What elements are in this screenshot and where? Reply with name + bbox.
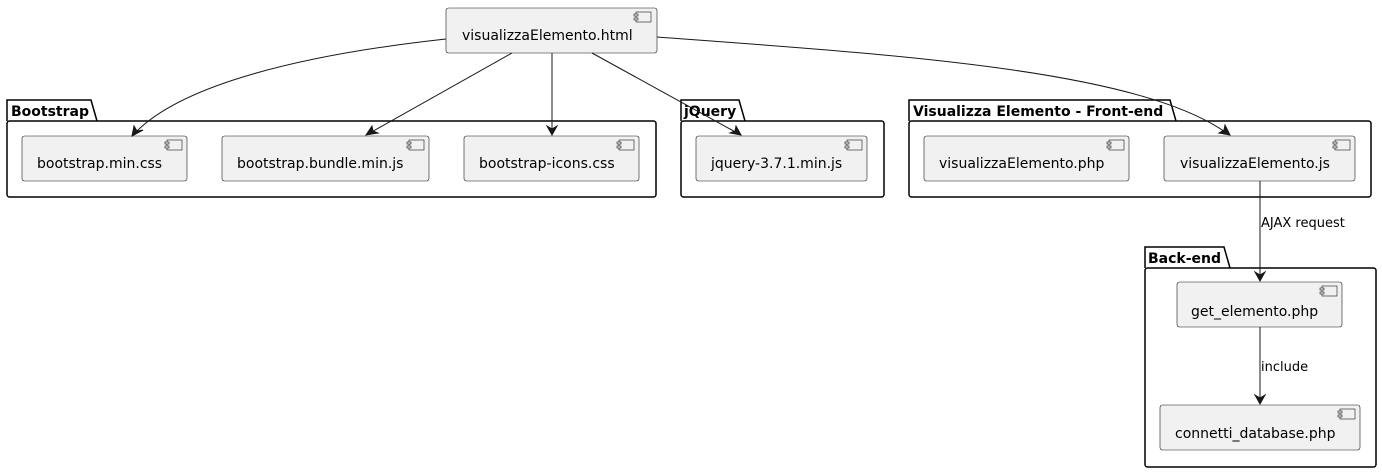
package-frontend-title: Visualizza Elemento - Front-end	[913, 104, 1163, 120]
edge-label-include: include	[1261, 360, 1308, 375]
component-get-elemento[interactable]: get_elemento.php	[1176, 281, 1343, 328]
edge-html-to-bootstrap-css	[131, 38, 447, 137]
component-bootstrap-icons[interactable]: bootstrap-icons.css	[463, 135, 640, 182]
edge-html-to-jquery	[591, 52, 742, 136]
component-connetti-db[interactable]: connetti_database.php	[1159, 404, 1361, 451]
component-icon	[1319, 285, 1338, 297]
component-visualizza-php-label: visualizzaElemento.php	[939, 156, 1104, 172]
component-bootstrap-css-label: bootstrap.min.css	[37, 156, 162, 172]
component-bootstrap-css[interactable]: bootstrap.min.css	[21, 135, 188, 182]
edge-html-to-bootstrap-js	[364, 52, 513, 136]
component-icon	[844, 139, 863, 151]
edge-html-to-visualizza-js	[656, 36, 1231, 136]
component-icon	[164, 139, 183, 151]
component-bootstrap-icons-label: bootstrap-icons.css	[479, 156, 615, 172]
component-jquery-js-label: jquery-3.7.1.min.js	[710, 156, 842, 172]
component-visualizza-html-label: visualizzaElemento.html	[462, 28, 633, 44]
component-icon	[616, 139, 635, 151]
component-bootstrap-js[interactable]: bootstrap.bundle.min.js	[221, 135, 430, 182]
component-connetti-db-label: connetti_database.php	[1175, 426, 1336, 442]
package-backend-title: Back-end	[1148, 251, 1221, 267]
component-jquery-js[interactable]: jquery-3.7.1.min.js	[695, 135, 868, 182]
component-icon	[1337, 408, 1356, 420]
component-visualizza-js[interactable]: visualizzaElemento.js	[1163, 135, 1356, 182]
edge-label-ajax: AJAX request	[1261, 216, 1345, 231]
package-bootstrap-title: Bootstrap	[11, 104, 89, 120]
edge-get-elemento-to-connetti: include	[1253, 327, 1308, 406]
component-get-elemento-label: get_elemento.php	[1191, 304, 1318, 320]
component-visualizza-js-label: visualizzaElemento.js	[1180, 156, 1330, 172]
component-visualizza-php[interactable]: visualizzaElemento.php	[923, 135, 1130, 182]
edge-js-to-get-elemento: AJAX request	[1253, 181, 1345, 283]
component-icon	[633, 11, 652, 23]
component-icon	[406, 139, 425, 151]
edge-html-to-bootstrap-icons	[545, 53, 559, 137]
package-jquery-title: jQuery	[683, 104, 736, 120]
component-icon	[1106, 139, 1125, 151]
component-visualizza-html[interactable]: visualizzaElemento.html	[445, 7, 658, 54]
component-bootstrap-js-label: bootstrap.bundle.min.js	[237, 156, 403, 172]
component-icon	[1332, 139, 1351, 151]
